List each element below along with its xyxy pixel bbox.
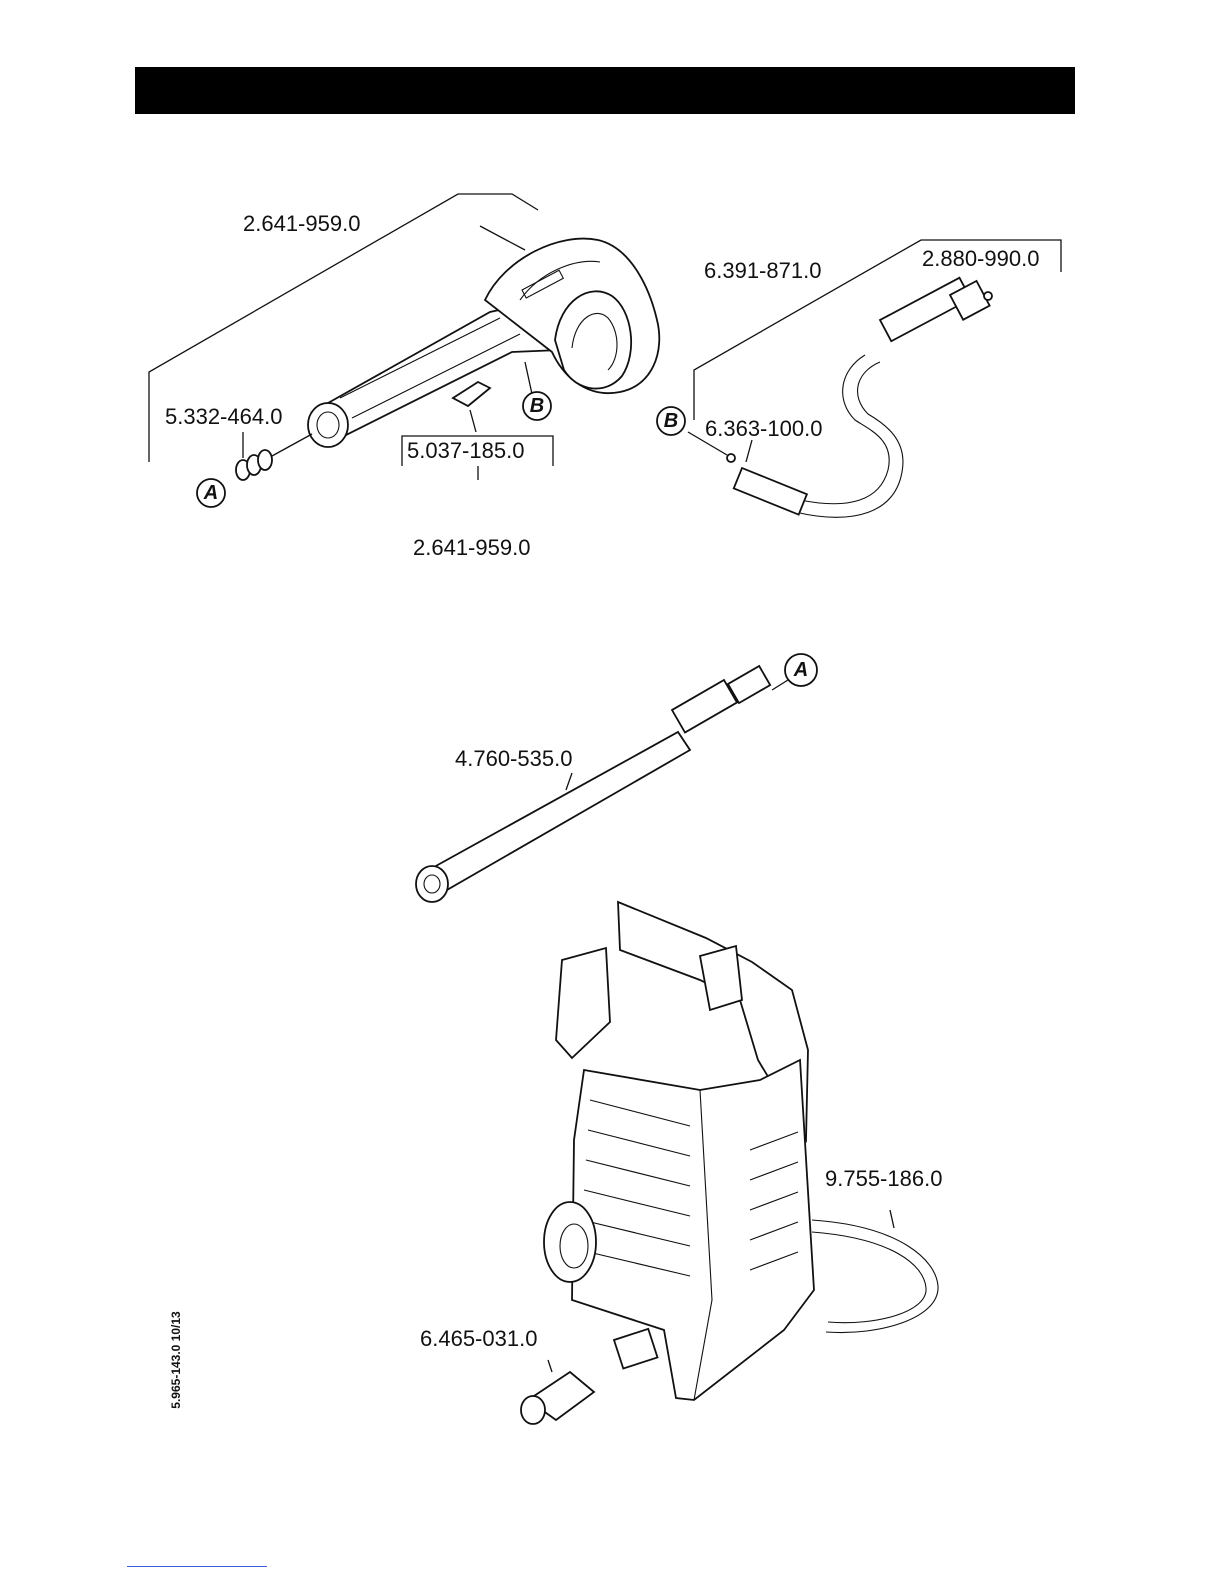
callout-power-cord: 9.755-186.0 (825, 1166, 942, 1191)
marker-b-gun: B (523, 392, 551, 420)
pressure-washer-body (521, 902, 938, 1424)
document-code: 5.965-143.0 10/13 (169, 1311, 183, 1408)
callout-gun-assembly-bottom: 2.641-959.0 (413, 535, 530, 560)
svg-text:B: B (664, 410, 678, 432)
spray-lance (416, 666, 788, 902)
svg-text:B: B (530, 395, 544, 417)
callout-clip: 5.037-185.0 (407, 438, 524, 463)
callout-hose: 6.391-871.0 (704, 258, 821, 283)
callout-water-inlet: 6.465-031.0 (420, 1326, 537, 1351)
marker-b-hose: B (657, 407, 685, 435)
callout-spray-lance: 4.760-535.0 (455, 746, 572, 771)
svg-text:A: A (793, 659, 808, 681)
svg-text:A: A (203, 482, 218, 504)
marker-a-lance: A (785, 654, 817, 686)
callout-hose-o-ring: 6.363-100.0 (705, 416, 822, 441)
marker-a-left: A (197, 479, 225, 507)
callout-hose-end-fitting: 2.880-990.0 (922, 246, 1039, 271)
callout-gun-assembly-top: 2.641-959.0 (243, 211, 360, 236)
spray-gun (149, 194, 659, 480)
footer-link-underline (127, 1566, 267, 1567)
callout-o-ring-set: 5.332-464.0 (165, 404, 282, 429)
